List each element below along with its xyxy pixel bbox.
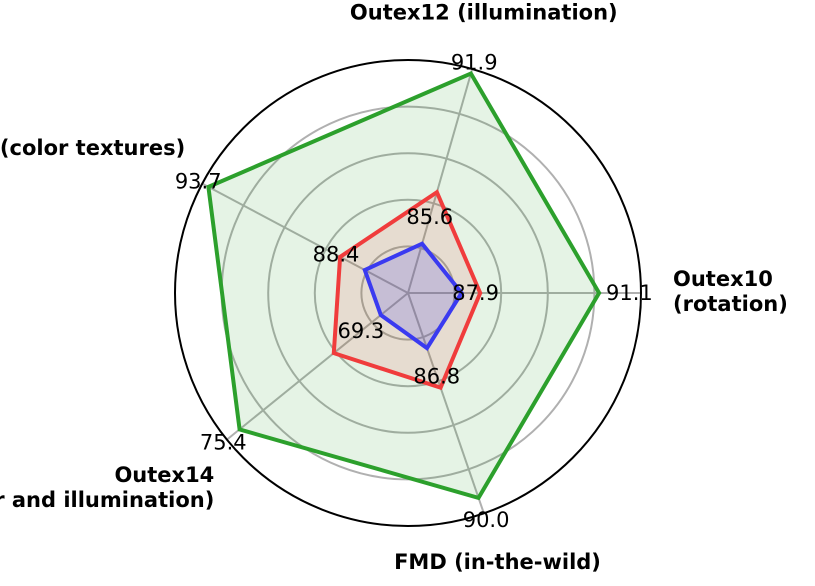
axis-label-3: Outex13 (color textures) <box>0 136 185 160</box>
axis-label-5-line-1: FMD (in-the-wild) <box>394 550 601 574</box>
axis-label-1-line-2: (rotation) <box>673 292 788 316</box>
series-2-polygon <box>331 189 483 391</box>
value-label-layer: 87.9 91.1 85.6 91.9 88.4 93.7 69.3 75.4 86.8 90.0 <box>175 50 653 532</box>
axis-label-3-line-1: Outex13 (color textures) <box>0 136 185 160</box>
value-label-1: 87.9 <box>452 281 499 305</box>
series-layer <box>206 70 602 501</box>
axis-label-5: FMD (in-the-wild) <box>394 550 601 574</box>
value-label-8: 75.4 <box>200 431 247 455</box>
axis-label-4-line-2: (color and illumination) <box>0 488 214 512</box>
axis-label-1-line-1: Outex10 <box>673 267 773 291</box>
axis-label-4: Outex14(color and illumination) <box>0 463 214 512</box>
spoke-3 <box>201 182 409 294</box>
spoke-4 <box>226 292 409 441</box>
axis-label-2-line-1: Outex12 (illumination) <box>350 1 618 25</box>
outer-frame <box>174 59 642 527</box>
axis-label-2: Outex12 (illumination) <box>350 1 618 25</box>
series-3-polygon <box>362 241 465 351</box>
spoke-5 <box>407 292 485 514</box>
value-label-3: 85.6 <box>406 205 453 229</box>
value-label-5: 88.4 <box>313 243 360 267</box>
value-label-10: 90.0 <box>463 508 510 532</box>
axis-label-1: Outex10(rotation) <box>673 267 788 316</box>
axis-label-layer: Outex10(rotation) Outex12 (illumination) O… <box>0 1 788 574</box>
value-label-9: 86.8 <box>413 365 460 389</box>
value-label-7: 69.3 <box>338 319 385 343</box>
value-label-4: 91.9 <box>451 50 498 74</box>
series-1-polygon <box>206 70 602 501</box>
spoke-2 <box>407 68 474 294</box>
value-label-2: 91.1 <box>606 281 653 305</box>
value-label-6: 93.7 <box>175 169 222 193</box>
axis-label-4-line-1: Outex14 <box>114 463 214 487</box>
